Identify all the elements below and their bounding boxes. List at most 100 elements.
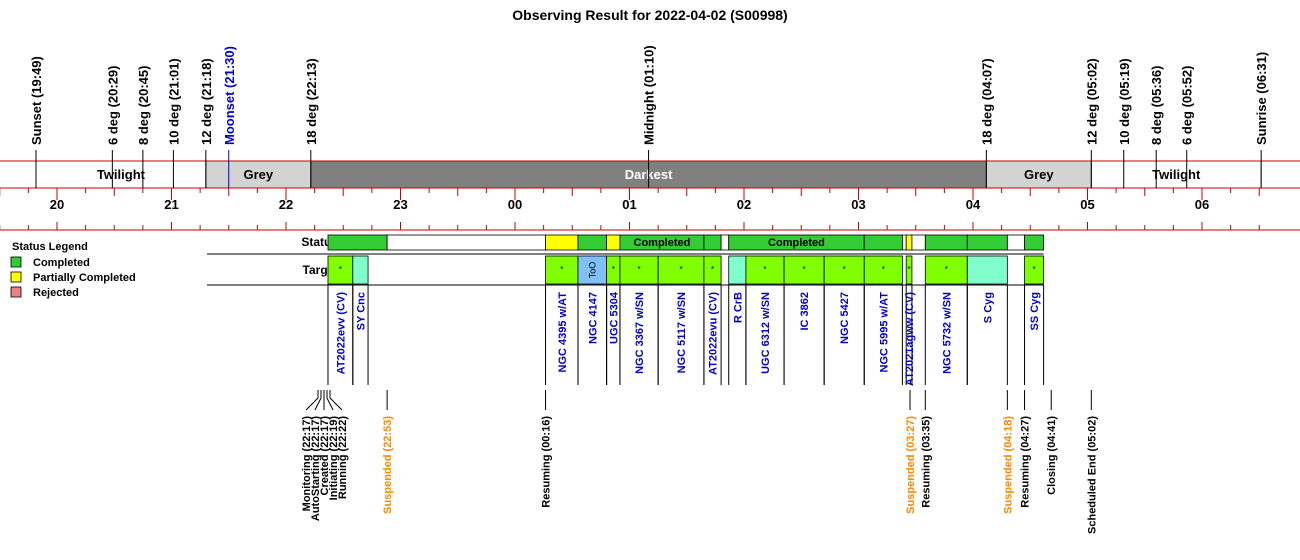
sky-event-label-8-deg: 8 deg (05:36)	[1149, 66, 1164, 145]
target-block-ic-3862	[783, 255, 825, 285]
target-marker: *	[1033, 265, 1036, 274]
status-segment-label: Completed	[634, 237, 691, 249]
target-marker: *	[908, 265, 911, 274]
system-event-label-scheduled-end: Scheduled End (05:02)	[1086, 416, 1098, 534]
system-event-label-running: Running (22:22)	[337, 416, 349, 499]
status-segment-completed	[1024, 234, 1045, 251]
sky-period-label: Grey	[1024, 167, 1054, 182]
legend-swatch-partially-completed	[10, 271, 22, 283]
target-marker: *	[711, 265, 714, 274]
legend-label-completed: Completed	[33, 257, 90, 269]
target-block-ngc-5732-w-sn	[924, 255, 968, 285]
target-labels: AT2022evv (CV) SY Cnc NGC 4395 w/AT NGC 414…	[327, 285, 1045, 386]
status-segment-completed	[924, 234, 968, 251]
target-block-ngc-3367-w-sn	[619, 255, 659, 285]
legend-label-partially-completed: Partially Completed	[33, 272, 136, 284]
target-marker: *	[843, 265, 846, 274]
system-event-leader	[314, 390, 322, 411]
target-block-sy-cnc	[352, 255, 369, 285]
sky-event-label-10-deg: 10 deg (21:01)	[166, 58, 181, 145]
system-event-label-created: Created (22:17)	[319, 416, 331, 496]
system-event-label-suspended: Suspended (03:27)	[905, 416, 917, 514]
target-block-ngc-5427	[823, 255, 865, 285]
status-segment-partially-completed	[905, 234, 913, 251]
system-event-label-suspended: Suspended (22:53)	[382, 416, 394, 514]
target-label-r-crb: R CrB	[732, 292, 744, 323]
hour-label: 04	[966, 197, 981, 212]
hour-label: 20	[50, 197, 64, 212]
sky-event-label-6-deg: 6 deg (05:52)	[1180, 66, 1195, 145]
target-label-ngc-5732-w-sn: NGC 5732 w/SN	[941, 292, 953, 374]
sky-events: Sunset (19:49)6 deg (20:29)8 deg (20:45)…	[29, 45, 1269, 188]
target-marker: *	[882, 265, 885, 274]
sky-period-label: Twilight	[97, 167, 146, 182]
target-block-ngc-5117-w-sn	[657, 255, 705, 285]
target-marker: *	[637, 265, 640, 274]
status-segment-none	[901, 234, 907, 251]
sky-event-label-sunset: Sunset (19:49)	[29, 56, 44, 145]
status-segment-completed	[966, 234, 1008, 251]
hour-label: 01	[622, 197, 636, 212]
system-event-label-autostarting: AutoStarting (22:17)	[310, 416, 322, 521]
system-event-label-resuming: Resuming (04:27)	[1020, 416, 1032, 508]
hour-label: 03	[851, 197, 865, 212]
system-event-label-initiating: Initiating (22:19)	[328, 416, 340, 501]
system-event-label-monitoring: Monitoring (22:17)	[301, 416, 313, 512]
legend-swatch-rejected	[10, 286, 22, 298]
chart-title: Observing Result for 2022-04-02 (S00998)	[512, 7, 787, 23]
sky-period-label: Grey	[244, 167, 274, 182]
hour-label: 05	[1080, 197, 1094, 212]
sky-event-label-10-deg: 10 deg (05:19)	[1117, 58, 1132, 145]
sky-event-label-18-deg: 18 deg (22:13)	[304, 58, 319, 145]
hour-label: 00	[508, 197, 522, 212]
target-label-sy-cnc: SY Cnc	[355, 292, 367, 330]
system-event-leader	[305, 390, 319, 411]
target-block-ngc-4395-w-at	[545, 255, 579, 285]
target-label-at2022evv-cv: AT2022evv (CV)	[335, 292, 347, 375]
sky-period-band-twilight	[35, 160, 207, 189]
target-label-ngc-4395-w-at: NGC 4395 w/AT	[557, 292, 569, 373]
target-label-ngc-5117-w-sn: NGC 5117 w/SN	[676, 292, 688, 373]
status-segment-label: Completed	[768, 237, 825, 249]
system-events: Monitoring (22:17)AutoStarting (22:17)Cr…	[301, 390, 1098, 534]
system-event-label-suspended: Suspended (04:18)	[1002, 416, 1014, 514]
sky-event-label-moonset: Moonset (21:30)	[222, 46, 237, 145]
sky-event-label-12-deg: 12 deg (21:18)	[199, 58, 214, 145]
target-label-s-cyg: S Cyg	[982, 292, 994, 323]
status-segment-none	[386, 234, 546, 251]
legend-swatch-completed	[10, 256, 22, 268]
status-segment-partially-completed	[545, 234, 579, 251]
hour-label: 22	[279, 197, 293, 212]
target-marker: *	[763, 265, 766, 274]
target-label-at2021agww-cv: AT2021agww (CV)	[904, 292, 916, 386]
status-segment-none	[911, 234, 926, 251]
status-segment-none	[720, 234, 730, 251]
status-segment-completed	[863, 234, 903, 251]
target-block-ss-cyg	[1024, 255, 1045, 285]
sky-event-label-18-deg: 18 deg (04:07)	[979, 58, 994, 145]
sky-event-label-6-deg: 6 deg (20:29)	[105, 66, 120, 145]
hour-label: 02	[737, 197, 751, 212]
target-label-ugc-6312-w-sn: UGC 6312 w/SN	[760, 292, 772, 374]
target-marker: *	[339, 265, 342, 274]
sky-event-label-midnight: Midnight (01:10)	[642, 45, 657, 145]
status-segment-completed	[577, 234, 607, 251]
sky-event-label-sunrise: Sunrise (06:31)	[1254, 52, 1269, 145]
system-event-label-resuming: Resuming (03:35)	[920, 416, 932, 508]
status-segment-partially-completed	[606, 234, 621, 251]
target-label-ngc-4147: NGC 4147	[587, 292, 599, 344]
target-block-at2021agww-cv	[905, 255, 913, 285]
status-segment-completed	[327, 234, 388, 251]
target-marker: *	[945, 265, 948, 274]
target-block-ngc-5995-w-at	[863, 255, 903, 285]
target-label-ugc-5304: UGC 5304	[608, 291, 620, 344]
target-marker-too: ToO	[587, 262, 597, 279]
legend-label-rejected: Rejected	[33, 287, 79, 299]
target-marker: *	[560, 265, 563, 274]
hour-label: 23	[393, 197, 407, 212]
